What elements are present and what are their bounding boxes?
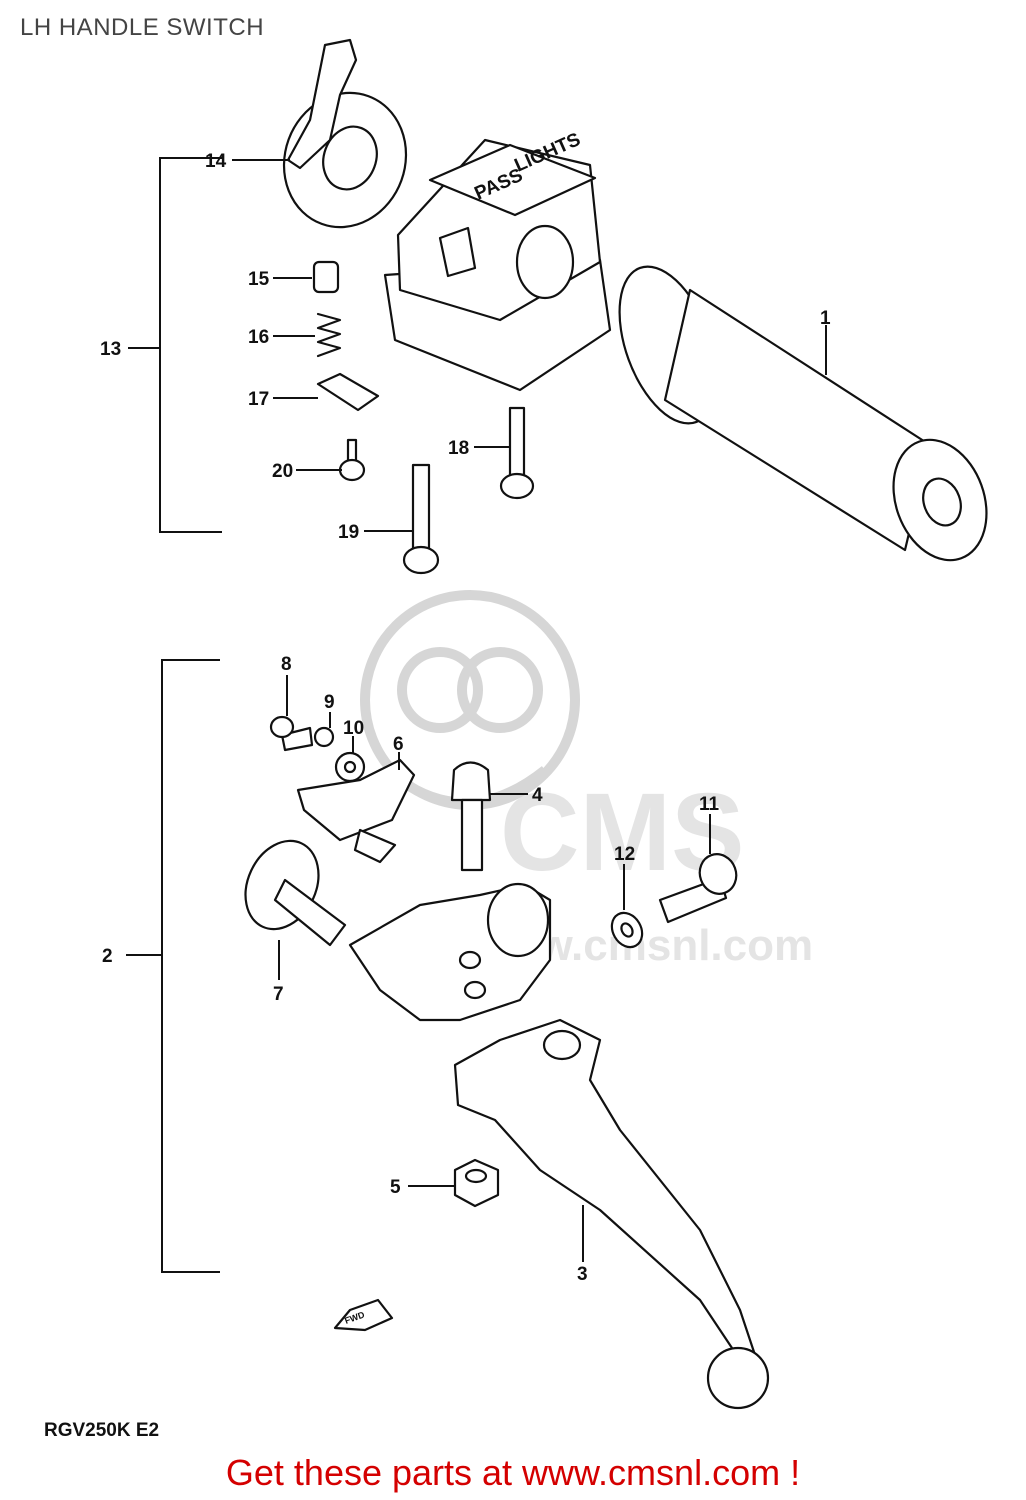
part-4-bolt (450, 761, 492, 872)
forward-arrow-icon: FWD (333, 1298, 394, 1332)
callout-8: 8 (281, 654, 292, 675)
callout-20: 20 (272, 461, 293, 482)
callout-9: 9 (324, 692, 335, 713)
part-7-adjuster (244, 839, 347, 947)
part-1-grip (618, 265, 988, 562)
switch-box: PASS LIGHTS (383, 129, 612, 392)
part-3-lever (453, 1018, 770, 1410)
callout-5: 5 (390, 1177, 401, 1198)
part-12-washer (610, 911, 644, 949)
part-18-screw (499, 406, 535, 500)
model-code: RGV250K E2 (44, 1420, 160, 1441)
callout-6: 6 (393, 734, 404, 755)
callout-13: 13 (100, 339, 121, 360)
callout-2: 2 (102, 946, 113, 967)
callout-11: 11 (699, 794, 720, 815)
callout-7: 7 (273, 984, 284, 1005)
callout-3: 3 (577, 1264, 588, 1285)
part-20-screw (338, 438, 366, 482)
lever-bracket (348, 882, 552, 1022)
part-16-spring (316, 312, 342, 358)
part-17-plate (316, 372, 380, 412)
callout-10: 10 (343, 718, 364, 739)
part-10-washer (334, 751, 366, 783)
callout-14: 14 (205, 151, 227, 172)
part-19-screw (402, 463, 440, 575)
footer-link-text[interactable]: Get these parts at www.cmsnl.com ! (225, 1452, 801, 1493)
part-5-nut (453, 1158, 500, 1208)
leader-lines (232, 159, 827, 1262)
bracket-2 (161, 659, 220, 1273)
bracket-13 (159, 157, 222, 533)
callout-labels: 14 15 16 17 20 18 19 13 1 8 9 10 6 4 11 … (100, 151, 831, 1285)
callout-4: 4 (532, 785, 543, 806)
part-15-ball (312, 260, 340, 294)
callout-17: 17 (248, 389, 269, 410)
callout-1: 1 (820, 308, 831, 329)
callout-12: 12 (614, 844, 635, 865)
page-title: LH HANDLE SWITCH (20, 14, 265, 41)
callout-18: 18 (448, 438, 469, 459)
callout-16: 16 (248, 327, 269, 348)
part-6-switch (296, 758, 416, 864)
part-8-screw (269, 715, 314, 752)
callout-19: 19 (338, 522, 359, 543)
part-11-bolt (658, 853, 738, 924)
callout-15: 15 (248, 269, 270, 290)
part-9-washer (313, 726, 335, 748)
part-14-switch-lever (282, 38, 408, 229)
